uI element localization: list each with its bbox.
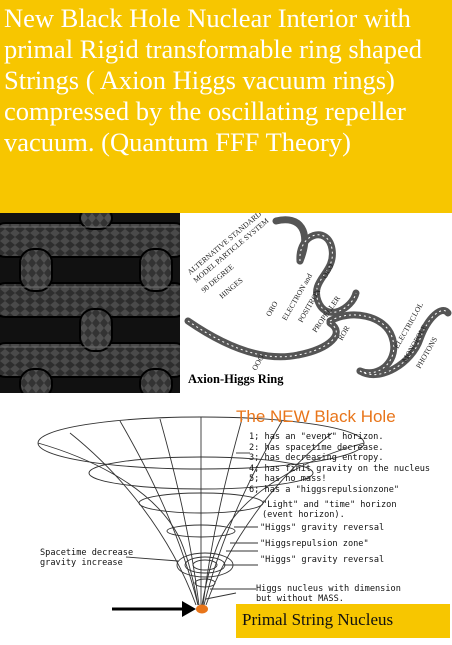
nucleus-label-box	[236, 604, 450, 638]
list-item: 2: has spacetime decrease.	[249, 442, 384, 453]
black-hole-section	[0, 393, 452, 640]
tire-weave-icon	[0, 213, 180, 393]
nucleus-dot	[196, 604, 208, 614]
property-list: 1; has an "event" horizon. 2: has spacet…	[249, 432, 430, 495]
spacetime-decrease-label: Spacetime decrease	[40, 548, 134, 558]
tire-weave-photo	[0, 213, 180, 393]
primal-nucleus-label: Primal String Nucleus	[242, 610, 394, 629]
black-hole-funnel-illustration	[37, 416, 365, 617]
label-model: MODEL PARTICLE SYSTEM	[192, 216, 271, 285]
without-mass-label: but without MASS.	[256, 594, 344, 604]
list-item: 3; has decreasing entropy.	[249, 453, 384, 463]
gravity-increase-label: gravity increase	[40, 558, 123, 568]
axion-ring-diagram: ALTERNATIVE STANDARD MODEL PARTICLE SYST…	[180, 209, 452, 393]
label-ror: ROR	[336, 323, 352, 342]
label-oro: ORO	[264, 299, 280, 318]
list-item: 6; has a "higgsrepulsionzone"	[249, 484, 400, 495]
repulsion-zone-label: "Higgsrepulsion zone"	[260, 539, 369, 549]
nucleus-dimension-label: Higgs nucleus with dimension	[256, 584, 401, 594]
list-item: 4; has finit gravity on the nucleus	[249, 463, 431, 474]
ring-diagram-illustration: ALTERNATIVE STANDARD MODEL PARTICLE SYST…	[184, 209, 452, 379]
black-hole-title: The NEW Black Hole	[236, 407, 396, 426]
event-horizon-label: (event horizon).	[262, 510, 345, 520]
gravity-reversal-label: "Higgs" gravity reversal	[260, 523, 385, 533]
horizon-label: "Light" and "time" horizon	[262, 500, 397, 510]
list-item: 5; has no mass!	[249, 474, 327, 484]
list-item: 1; has an "event" horizon.	[249, 432, 384, 442]
ring-caption: Axion-Higgs Ring	[188, 372, 284, 386]
gravity-reversal-label-2: "Higgs" gravity reversal	[260, 555, 385, 565]
title-banner	[0, 0, 452, 213]
right-arrow-icon	[112, 601, 196, 617]
page-title: New Black Hole Nuclear Interior with pri…	[4, 3, 423, 157]
